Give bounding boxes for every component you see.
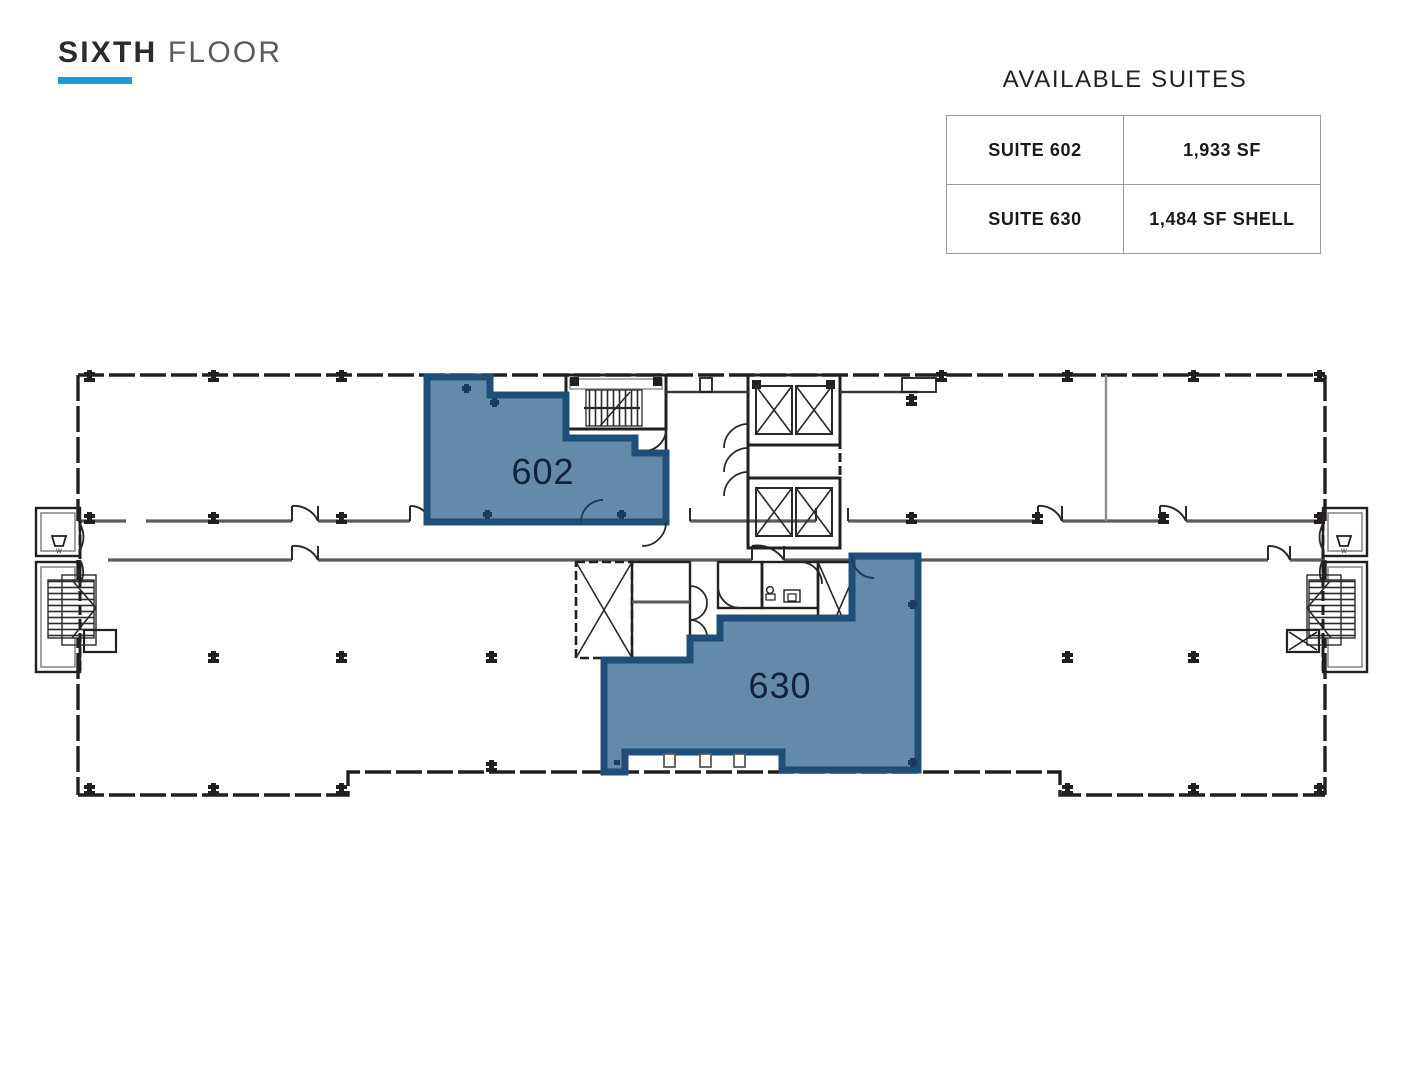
table-row: SUITE 630 1,484 SF SHELL <box>946 184 1321 254</box>
table-row: SUITE 602 1,933 SF <box>946 115 1321 185</box>
suite-602-entry-door <box>641 521 667 547</box>
column-markers <box>84 370 1325 795</box>
suite-630-markers <box>614 600 917 767</box>
suite-area-cell: 1,933 SF <box>1123 115 1321 185</box>
elevator-bank <box>723 373 842 550</box>
suite-630-area[interactable]: 630 <box>600 552 922 776</box>
floor-title-strong: SIXTH <box>58 36 158 69</box>
suite-602-markers <box>462 384 626 519</box>
floor-title-light: FLOOR <box>167 36 283 69</box>
svg-text:W: W <box>56 549 62 555</box>
page-title: SIXTH FLOOR <box>58 38 282 84</box>
suite-name-cell: SUITE 630 <box>946 184 1124 254</box>
corridor-walls <box>78 519 1325 562</box>
stairwell-left: W <box>34 506 118 674</box>
svg-text:W: W <box>1341 549 1347 555</box>
exterior-walls <box>76 373 1327 797</box>
suite-630-label: 630 <box>748 665 811 706</box>
restrooms <box>716 560 823 610</box>
core-connector <box>666 377 937 394</box>
mechanical-shaft <box>574 560 634 660</box>
available-suites-table: SUITE 602 1,933 SF SUITE 630 1,484 SF SH… <box>946 115 1321 254</box>
available-suites-heading: AVAILABLE SUITES <box>1002 66 1248 93</box>
suite-name-cell: SUITE 602 <box>946 115 1124 185</box>
suite-area-cell: 1,484 SF SHELL <box>1123 184 1321 254</box>
suite-602-area[interactable]: 602 <box>423 373 670 526</box>
suite-602-door <box>580 499 604 523</box>
stairwell-right: W <box>1285 506 1369 674</box>
suite-630-door <box>851 555 875 579</box>
floor-plan: W W <box>0 340 1410 840</box>
floor-title-text: SIXTH FLOOR <box>58 38 282 68</box>
title-accent-bar <box>58 77 132 84</box>
suite-630-mullions <box>663 753 746 768</box>
suite-602-label: 602 <box>511 451 574 492</box>
available-suites-panel: AVAILABLE SUITES SUITE 602 1,933 SF SUIT… <box>946 66 1321 254</box>
